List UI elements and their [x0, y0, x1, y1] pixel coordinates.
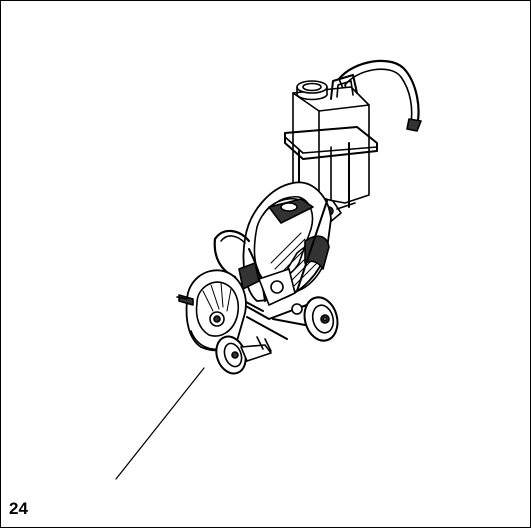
small-support-wheel — [291, 303, 303, 315]
front-guide-wheel — [215, 335, 272, 375]
cutting-blade-assembly — [176, 269, 247, 352]
rear-wheel — [303, 296, 339, 342]
tank-holder-frame — [284, 126, 378, 208]
power-cutter-body — [242, 181, 332, 302]
callout-pointer-line — [115, 367, 205, 480]
figure-number: 24 — [9, 499, 28, 518]
starter-housing — [238, 262, 296, 306]
